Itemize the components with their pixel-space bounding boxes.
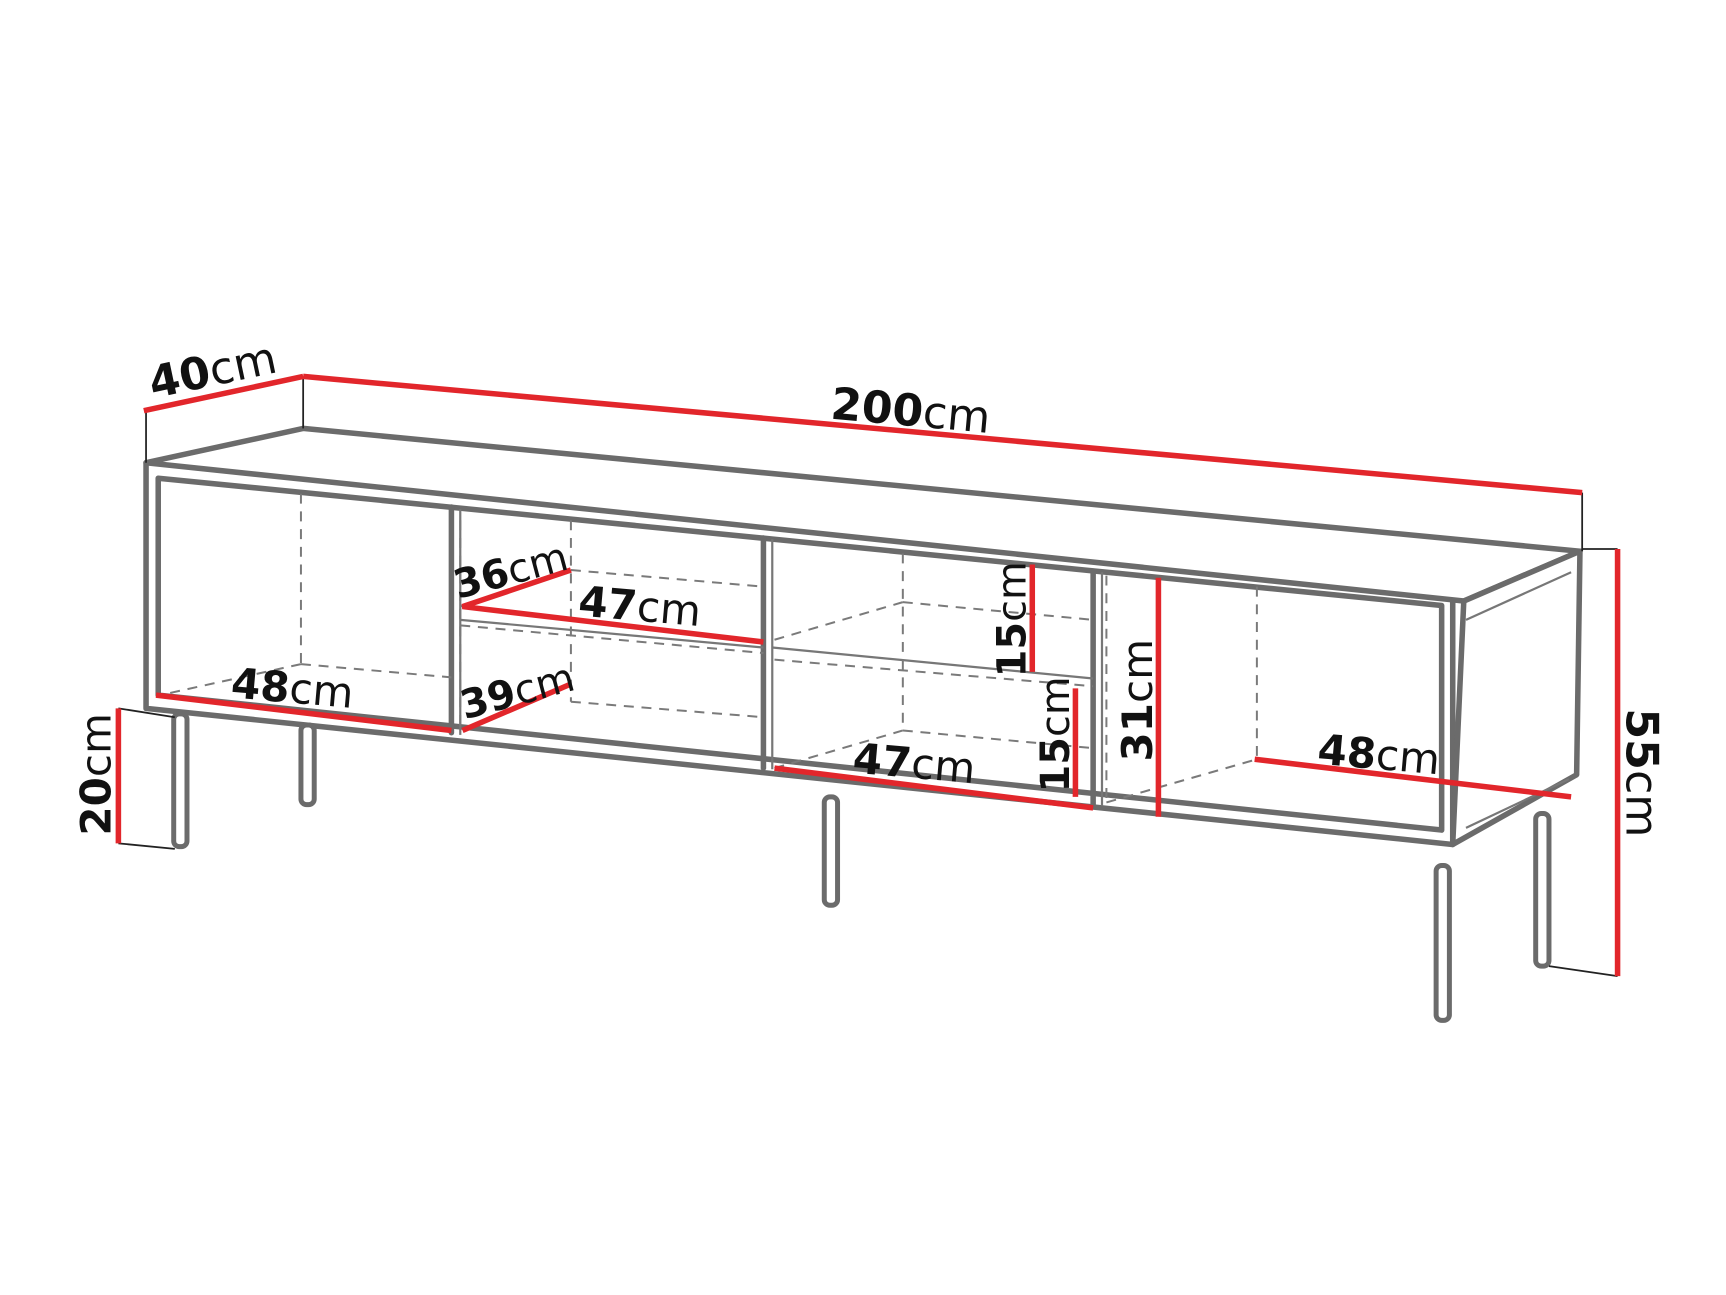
dim-line-depth xyxy=(143,373,304,414)
label-drawer-lower-height: 15cm xyxy=(1033,676,1079,792)
dim-line-middle-lower-width xyxy=(774,765,1094,811)
cabinet-right-side xyxy=(1449,548,1583,848)
cabinet-top-front-edge xyxy=(143,459,1456,848)
label-right-compartment-height: 31cm xyxy=(1113,639,1162,762)
label-middle-lower-width: 47cm xyxy=(851,734,977,793)
cabinet-legs xyxy=(171,711,1552,1023)
cabinet-drawing xyxy=(143,425,1583,848)
leg-front-middle xyxy=(821,794,841,908)
label-leg-height: 20cm xyxy=(72,713,121,836)
label-right-compartment-width: 48cm xyxy=(1316,725,1442,784)
cabinet-inner-frame xyxy=(155,475,1445,833)
label-upper-shelf-width: 47cm xyxy=(577,577,703,636)
extension-lines xyxy=(118,376,1618,977)
dimension-lines xyxy=(115,373,1621,977)
label-height: 55cm xyxy=(1615,708,1666,837)
label-upper-shelf-depth: 36cm xyxy=(449,534,573,608)
dim-line-lower-shelf-depth xyxy=(461,681,572,734)
label-depth: 40cm xyxy=(144,333,281,410)
leg-back-left xyxy=(298,722,317,808)
dim-line-width xyxy=(302,373,1583,496)
label-lower-shelf-depth: 39cm xyxy=(455,655,579,729)
dim-line-right-width xyxy=(1254,756,1572,800)
label-drawer-upper-height: 15cm xyxy=(990,561,1036,677)
cabinet-top xyxy=(143,425,1583,604)
label-left-compartment-width: 48cm xyxy=(229,658,355,717)
leg-front-left xyxy=(171,711,190,850)
dim-line-upper-shelf xyxy=(461,567,764,645)
leg-back-right xyxy=(1533,810,1552,969)
label-width: 200cm xyxy=(829,379,993,444)
dim-line-left-width xyxy=(155,692,452,734)
leg-front-right xyxy=(1433,862,1452,1023)
